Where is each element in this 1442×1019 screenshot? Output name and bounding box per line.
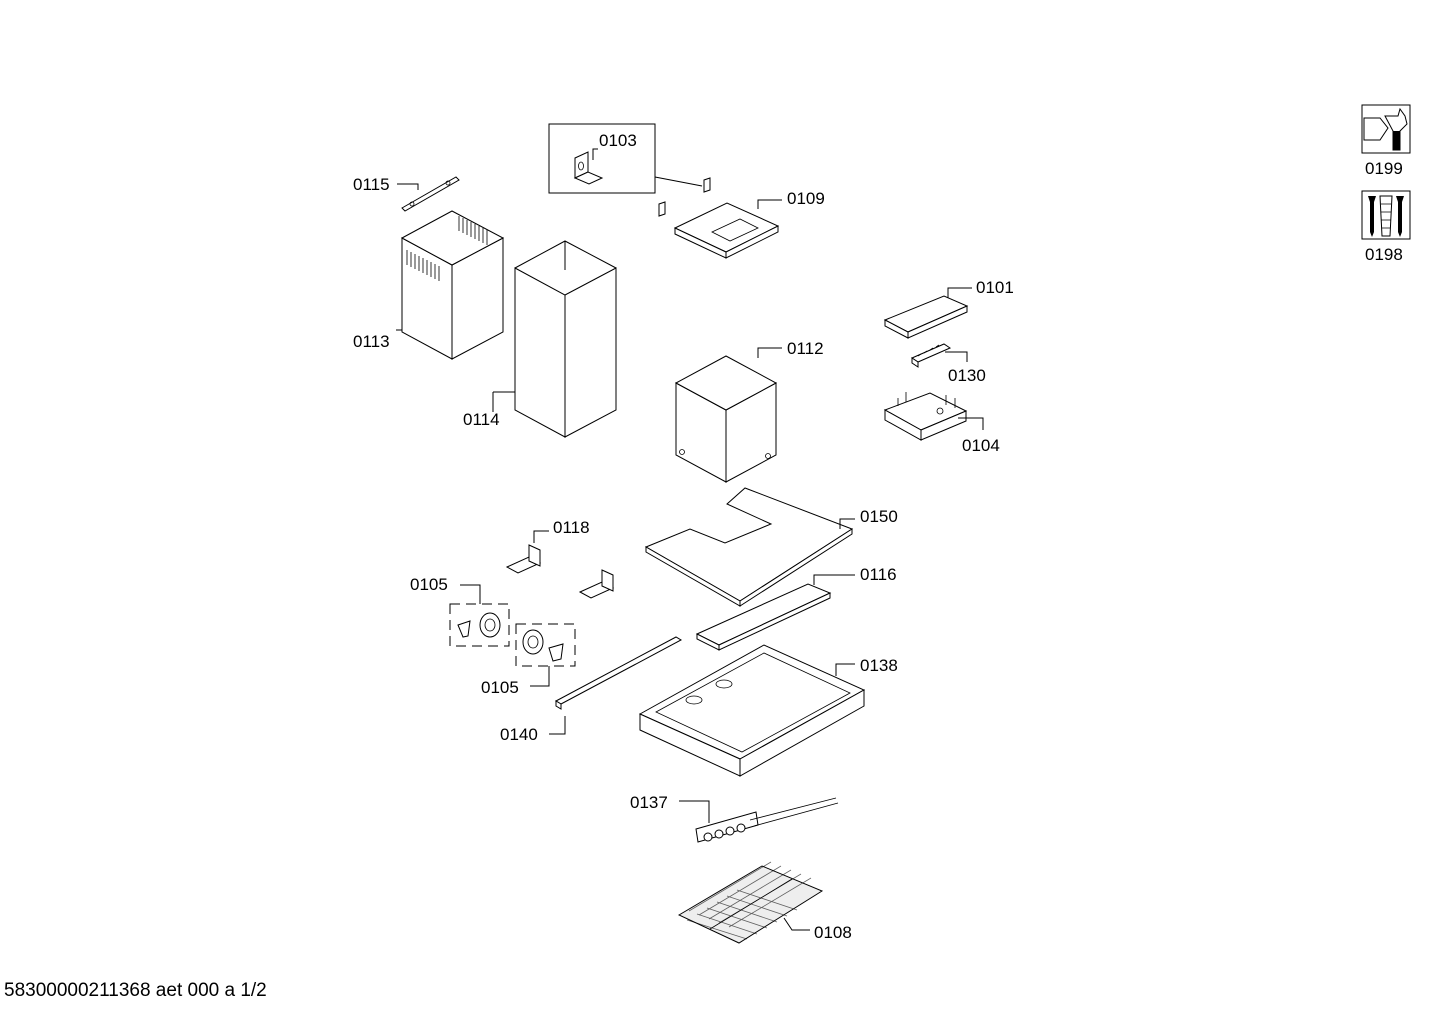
label-0108: 0108: [814, 923, 852, 942]
label-0116: 0116: [860, 565, 897, 584]
label-0105-lower: 0105: [481, 678, 519, 697]
part-0109-plate: [673, 199, 782, 259]
part-0112-motor-box: [674, 347, 782, 483]
part-0105-lamps-lower: [515, 623, 576, 687]
part-0101-module: [883, 287, 972, 339]
part-0108-filter: [677, 861, 824, 944]
part-0103-bracket: [548, 123, 711, 217]
label-0198: 0198: [1365, 245, 1403, 264]
part-0104-housing: [883, 392, 984, 441]
part-0138-body: [638, 644, 866, 777]
part-0137-controls: [679, 797, 839, 843]
label-0137: 0137: [630, 793, 668, 812]
label-0118: 0118: [553, 518, 590, 537]
label-0112: 0112: [787, 339, 824, 358]
label-0199: 0199: [1365, 159, 1403, 178]
label-0130: 0130: [948, 366, 986, 385]
label-0150: 0150: [860, 507, 898, 526]
label-0109: 0109: [787, 189, 825, 208]
label-0138: 0138: [860, 656, 898, 675]
part-0115-rail: [397, 176, 460, 212]
label-0104: 0104: [962, 436, 1000, 455]
label-0114: 0114: [463, 410, 500, 429]
part-0105-lamps-upper: [449, 584, 510, 647]
part-0118-clips: [505, 530, 615, 599]
label-0115: 0115: [353, 175, 390, 194]
bolt-and-wrench-icon: [1361, 104, 1411, 154]
label-0105-upper: 0105: [410, 575, 448, 594]
document-id: 58300000211368 aet 000 a 1/2: [4, 980, 267, 1001]
part-0150-panel: [644, 487, 855, 607]
part-0114-lower-chimney: [492, 240, 617, 438]
label-0113: 0113: [353, 332, 390, 351]
label-0103: 0103: [599, 131, 637, 150]
label-0140: 0140: [500, 725, 538, 744]
part-0140-bar: [549, 636, 683, 735]
label-0101: 0101: [976, 278, 1014, 297]
part-0113-upper-chimney: [396, 210, 505, 360]
part-0116-strip: [695, 574, 855, 651]
part-0130-terminal-block: [910, 343, 968, 368]
screws-and-dowels-icon: [1361, 190, 1411, 240]
